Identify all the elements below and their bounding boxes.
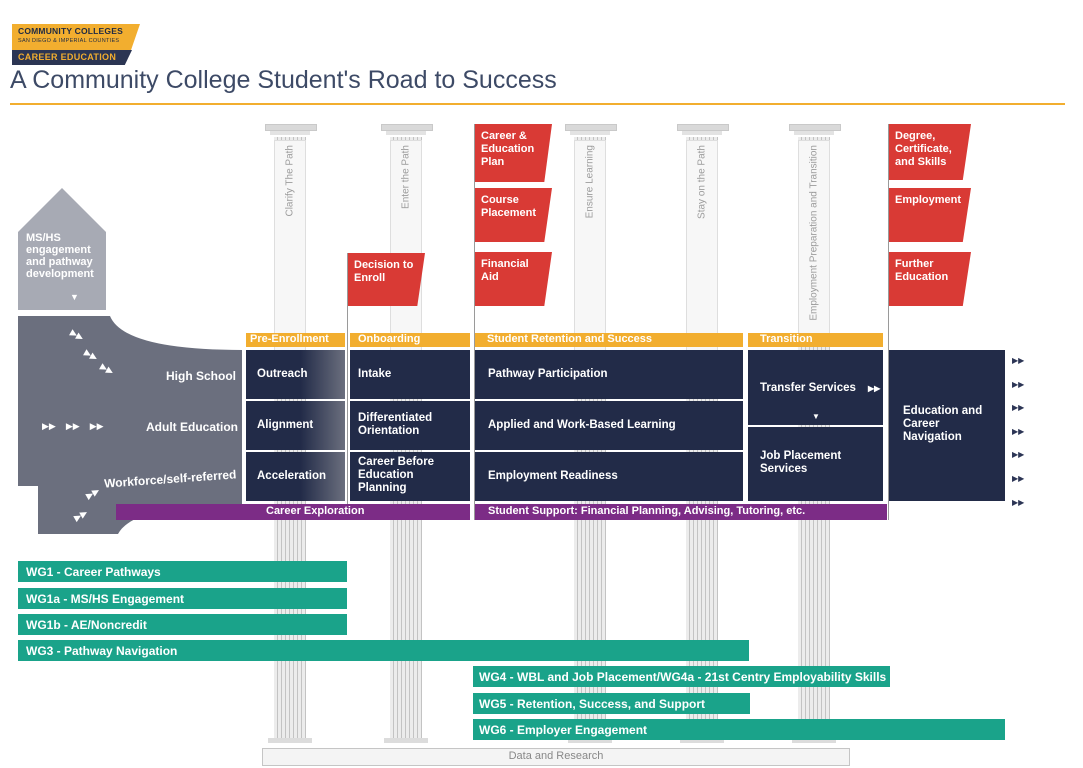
forward-arrow-icon: ▶▶	[1012, 497, 1025, 507]
down-arrow-icon: ▼	[70, 292, 79, 302]
student-support-bar: Student Support: Financial Planning, Adv…	[475, 504, 887, 520]
phase-retention: Student Retention and Success	[475, 333, 743, 347]
cell-transfer-services: Transfer Services ▶▶ ▼	[748, 350, 883, 425]
wg-label: WG3 - Pathway Navigation	[26, 644, 178, 658]
cell-label: Transfer Services	[760, 382, 856, 394]
forward-arrow-icon: ▶▶	[1012, 426, 1025, 436]
wg-bar-wg1b: WG1b - AE/Noncredit	[18, 614, 347, 635]
page-title: A Community College Student's Road to Su…	[10, 66, 557, 94]
logo-line-2: SAN DIEGO & IMPERIAL COUNTIES	[18, 38, 120, 44]
wg-label: WG1a - MS/HS Engagement	[26, 592, 185, 606]
wg-label: WG5 - Retention, Success, and Support	[479, 697, 706, 711]
flag-further-education: Further Education	[889, 252, 971, 306]
flag-employment: Employment	[889, 188, 971, 242]
entry-roads-graphic	[18, 188, 242, 534]
pillar-label: Employment Preparation and Transition	[808, 145, 820, 321]
cell-label: Employment Readiness	[488, 470, 618, 482]
pillar-label: Enter the Path	[400, 145, 412, 209]
phase-transition: Transition	[748, 333, 883, 347]
phase-label: Student Retention and Success	[487, 333, 653, 345]
wg-label: WG1b - AE/Noncredit	[26, 618, 147, 632]
wg-bar-wg6: WG6 - Employer Engagement	[473, 719, 1005, 740]
phase-label: Onboarding	[358, 333, 421, 345]
logo-line-1: COMMUNITY COLLEGES	[18, 26, 123, 36]
flagpole	[474, 124, 475, 520]
forward-arrow-icon: ▶▶	[1012, 403, 1025, 413]
cell-label: Outreach	[257, 368, 308, 380]
cell-alignment: Alignment	[246, 401, 345, 450]
road-adult-education: Adult Education	[146, 420, 238, 434]
data-research-base: Data and Research	[262, 748, 850, 766]
pillar-label: Stay on the Path	[696, 145, 708, 219]
cell-applied-work-based-learning: Applied and Work-Based Learning	[475, 401, 743, 450]
wg-label: WG4 - WBL and Job Placement/WG4a - 21st …	[479, 670, 887, 684]
cell-outreach: Outreach	[246, 350, 345, 399]
cell-intake: Intake	[350, 350, 470, 399]
flag-career-education-plan: Career & Education Plan	[475, 124, 552, 182]
cell-employment-readiness: Employment Readiness	[475, 452, 743, 501]
wg-label: WG6 - Employer Engagement	[479, 723, 648, 737]
wg-bar-wg1: WG1 - Career Pathways	[18, 561, 347, 582]
phase-label: Pre-Enrollment	[250, 333, 329, 345]
career-exploration-label: Career Exploration	[266, 505, 365, 517]
road-high-school: High School	[166, 369, 236, 383]
cell-label: Differentiated Orientation	[358, 412, 433, 437]
student-support-label: Student Support: Financial Planning, Adv…	[488, 505, 806, 517]
cell-job-placement: Job Placement Services	[748, 427, 883, 501]
forward-arrow-icon: ▶▶	[1012, 473, 1025, 483]
cell-education-career-navigation: Education and Career Navigation	[889, 350, 1005, 501]
logo-banner: COMMUNITY COLLEGES SAN DIEGO & IMPERIAL …	[12, 24, 140, 50]
logo-subbanner: CAREER EDUCATION	[12, 50, 132, 65]
flag-decision-to-enroll: Decision to Enroll	[348, 253, 425, 306]
pillar-label: Clarify The Path	[284, 145, 296, 217]
forward-arrow-icon: ▶▶	[1012, 356, 1025, 365]
cell-acceleration: Acceleration	[246, 452, 345, 501]
cell-pathway-participation: Pathway Participation	[475, 350, 743, 399]
cell-label: Career Before Education Planning	[358, 456, 435, 494]
phase-label: Transition	[760, 333, 813, 345]
flag-financial-aid: Financial Aid	[475, 252, 552, 306]
flag-course-placement: Course Placement	[475, 188, 552, 242]
outcome-arrows: ▶▶ ▶▶ ▶▶ ▶▶ ▶▶ ▶▶ ▶▶	[1012, 349, 1026, 514]
forward-arrow-icon: ▶▶	[1012, 450, 1025, 460]
wg-bar-wg4: WG4 - WBL and Job Placement/WG4a - 21st …	[473, 666, 890, 687]
phase-onboarding: Onboarding	[350, 333, 470, 347]
cell-label: Acceleration	[257, 470, 327, 482]
flag-degree-certificate: Degree, Certificate, and Skills	[889, 124, 971, 180]
pillar-label: Ensure Learning	[584, 145, 596, 219]
flagpole	[888, 124, 889, 520]
ms-hs-box-label: MS/HS engagement and pathway development	[26, 232, 94, 280]
cell-label: Alignment	[257, 419, 314, 431]
forward-arrow-icon: ▶▶	[868, 384, 881, 393]
forward-arrows-icon: ▶▶ ▶▶ ▶▶	[42, 421, 104, 431]
wg-label: WG1 - Career Pathways	[26, 565, 161, 579]
wg-bar-wg1a: WG1a - MS/HS Engagement	[18, 588, 347, 609]
logo-line-3: CAREER EDUCATION	[18, 52, 117, 62]
cell-label: Pathway Participation	[488, 368, 608, 380]
cell-differentiated-orientation: Differentiated Orientation	[350, 401, 470, 450]
down-arrow-icon: ▼	[812, 412, 820, 421]
title-divider	[10, 103, 1065, 105]
phase-pre-enrollment: Pre-Enrollment	[246, 333, 345, 347]
cell-label: Applied and Work-Based Learning	[488, 419, 676, 431]
wg-bar-wg3: WG3 - Pathway Navigation	[18, 640, 749, 661]
cell-label: Job Placement Services	[760, 450, 842, 475]
flagpole	[347, 253, 348, 520]
cell-label: Intake	[358, 368, 392, 380]
forward-arrow-icon: ▶▶	[1012, 379, 1025, 389]
career-exploration-bar: Career Exploration	[116, 504, 470, 520]
cell-label: Education and Career Navigation	[903, 405, 983, 443]
base-label: Data and Research	[508, 750, 604, 762]
cell-career-before-education: Career Before Education Planning	[350, 452, 470, 501]
wg-bar-wg5: WG5 - Retention, Success, and Support	[473, 693, 750, 714]
